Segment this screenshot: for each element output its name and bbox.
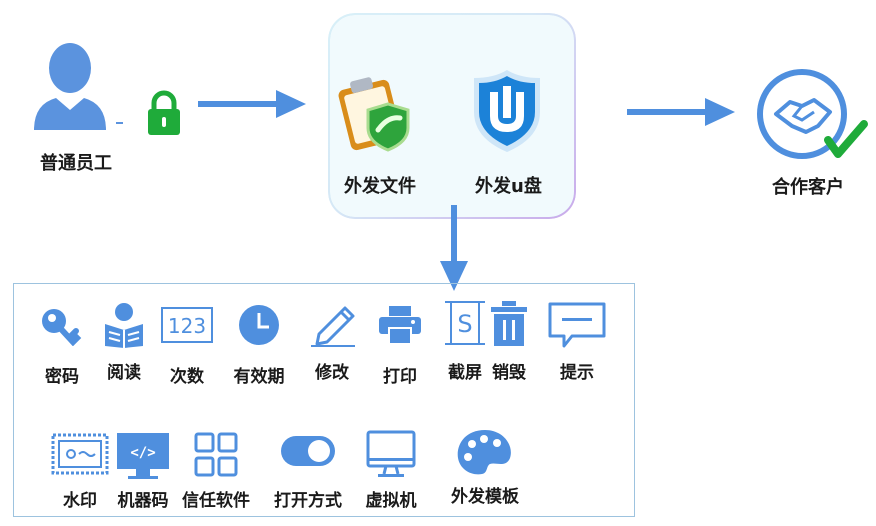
usb-shield-icon bbox=[470, 68, 544, 154]
feature-destroy: 销毁 bbox=[474, 300, 544, 383]
person-icon bbox=[34, 43, 106, 130]
employee-label: 普通员工 bbox=[40, 153, 112, 174]
outbound-file-label: 外发文件 bbox=[344, 176, 416, 197]
feature-label: 阅读 bbox=[107, 363, 141, 383]
feature-label: 水印 bbox=[63, 491, 97, 511]
feature-read: 阅读 bbox=[89, 300, 159, 383]
monitor-icon bbox=[366, 430, 416, 477]
counter-123-icon: 123 bbox=[161, 307, 213, 343]
arrow-right-1 bbox=[198, 90, 306, 118]
dash-mark bbox=[116, 122, 123, 124]
feature-label: 打印 bbox=[383, 367, 417, 387]
outbound-usb-label: 外发u盘 bbox=[475, 176, 542, 197]
feature-prompt: 提示 bbox=[542, 300, 612, 383]
padlock-icon bbox=[146, 90, 182, 136]
feature-trusted-software: 信任软件 bbox=[181, 432, 251, 511]
feature-label: 信任软件 bbox=[182, 491, 250, 511]
screenshot-icon: S bbox=[445, 301, 485, 345]
reader-icon bbox=[105, 303, 143, 348]
pencil-icon bbox=[311, 306, 355, 347]
arrow-down bbox=[440, 205, 468, 291]
feature-label: 有效期 bbox=[233, 367, 285, 387]
feature-label: 外发模板 bbox=[451, 487, 519, 507]
feature-password: 密码 bbox=[27, 304, 97, 387]
feature-label: 次数 bbox=[170, 367, 204, 387]
feature-screenshot: S 截屏 bbox=[430, 300, 500, 383]
svg-text:123: 123 bbox=[168, 314, 206, 338]
grid-icon bbox=[194, 432, 238, 477]
feature-label: 截屏 bbox=[448, 363, 482, 383]
clipboard-shield-icon bbox=[338, 72, 420, 154]
palette-icon bbox=[457, 430, 511, 475]
code-monitor-icon: </> bbox=[117, 433, 169, 479]
feature-expiry: 有效期 bbox=[224, 304, 294, 387]
employee-figure bbox=[30, 40, 110, 132]
feature-open-mode: 打开方式 bbox=[273, 432, 343, 511]
feature-label: 提示 bbox=[560, 363, 594, 383]
svg-text:S: S bbox=[457, 310, 472, 338]
feature-label: 修改 bbox=[315, 363, 349, 383]
feature-watermark: 水印 bbox=[45, 432, 115, 511]
message-icon bbox=[548, 302, 606, 348]
feature-label: 销毁 bbox=[492, 363, 526, 383]
feature-label: 打开方式 bbox=[274, 491, 342, 511]
key-icon bbox=[42, 309, 82, 346]
printer-icon bbox=[379, 306, 421, 345]
clock-icon bbox=[239, 305, 279, 345]
feature-panel bbox=[13, 283, 635, 517]
feature-virtual-machine: 虚拟机 bbox=[356, 430, 426, 511]
watermark-icon bbox=[51, 433, 109, 475]
svg-text:</>: </> bbox=[130, 445, 155, 461]
feature-outbound-template: 外发模板 bbox=[450, 428, 520, 507]
feature-label: 虚拟机 bbox=[365, 491, 417, 511]
feature-label: 机器码 bbox=[117, 491, 169, 511]
feature-modify: 修改 bbox=[297, 300, 367, 383]
feature-machine-code: </> 机器码 bbox=[108, 432, 178, 511]
handshake-check-icon bbox=[752, 66, 872, 170]
feature-label: 密码 bbox=[45, 367, 79, 387]
customer-label: 合作客户 bbox=[772, 177, 844, 198]
trash-icon bbox=[491, 301, 527, 346]
toggle-icon bbox=[281, 436, 335, 466]
arrow-right-2 bbox=[627, 98, 735, 126]
feature-count: 123 次数 bbox=[152, 304, 222, 387]
feature-print: 打印 bbox=[365, 304, 435, 387]
